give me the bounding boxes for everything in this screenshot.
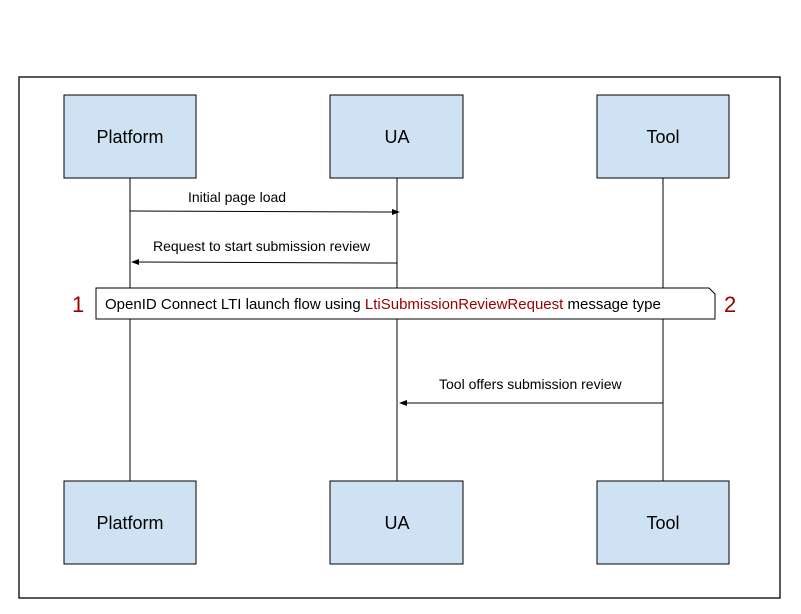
- message-label: Initial page load: [188, 189, 286, 205]
- participant-label: Platform: [96, 127, 163, 147]
- participant-label: UA: [384, 127, 409, 147]
- participant-label: Tool: [646, 513, 679, 533]
- participant-platform-top: Platform: [63, 94, 197, 179]
- participant-label: Tool: [646, 127, 679, 147]
- launch-flow-text-after: message type: [563, 296, 661, 313]
- participant-tool-bottom: Tool: [596, 480, 730, 565]
- message-tool-offers-review: Tool offers submission review: [399, 376, 663, 406]
- message-line: [138, 261, 398, 264]
- participant-ua-bottom: UA: [329, 480, 464, 565]
- message-request-start-review: Request to start submission review: [131, 238, 398, 265]
- step-marker-2: 2: [724, 292, 736, 317]
- launch-flow-message-type: LtiSubmissionReviewRequest: [365, 296, 564, 313]
- participant-box: [596, 480, 730, 565]
- arrowhead-left: [131, 259, 139, 265]
- arrowhead-left: [399, 400, 407, 406]
- participant-platform-bottom: Platform: [63, 480, 197, 565]
- participant-label: Platform: [96, 513, 163, 533]
- participant-ua-top: UA: [329, 94, 464, 179]
- participant-box: [63, 94, 197, 179]
- arrowhead-right: [392, 209, 400, 215]
- launch-flow-box: OpenID Connect LTI launch flow using Lti…: [95, 287, 716, 320]
- participant-label: UA: [384, 513, 409, 533]
- message-line: [129, 210, 393, 213]
- message-initial-page-load: Initial page load: [129, 189, 400, 215]
- message-label: Request to start submission review: [153, 238, 371, 254]
- launch-flow-label: OpenID Connect LTI launch flow using Lti…: [105, 296, 661, 313]
- step-marker-1: 1: [72, 292, 84, 317]
- message-label: Tool offers submission review: [439, 376, 622, 392]
- participant-box: [329, 480, 464, 565]
- participant-box: [596, 94, 730, 179]
- participant-box: [63, 480, 197, 565]
- participant-tool-top: Tool: [596, 94, 730, 179]
- launch-flow-outline: [95, 287, 716, 320]
- launch-flow-text-before: OpenID Connect LTI launch flow using: [105, 296, 365, 313]
- participant-box: [329, 94, 464, 179]
